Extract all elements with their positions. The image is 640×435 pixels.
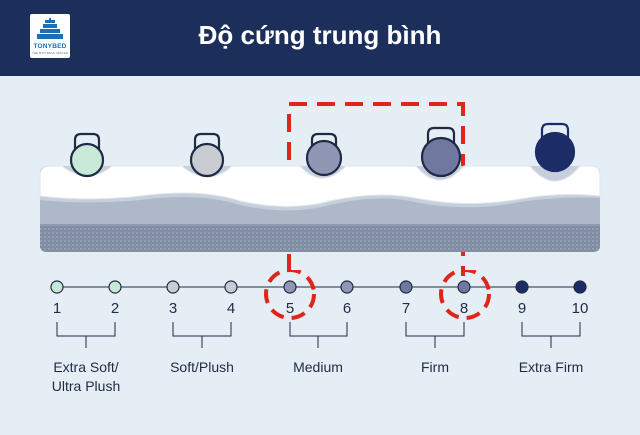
tonybed-logo-icon (37, 18, 63, 39)
level-dot-5 (283, 280, 297, 294)
category-extra-firm: Extra Firm (518, 359, 584, 375)
kettlebell-icon (189, 132, 225, 178)
highlight-circle-8 (439, 270, 491, 320)
category-soft-plush: Soft/Plush (170, 359, 234, 375)
tonybed-logo: TONYBED THE MATTRESS CENTER (30, 14, 70, 58)
level-number-10: 10 (571, 300, 589, 317)
level-number-8: 8 (459, 300, 469, 317)
bracket-extra-soft (56, 322, 116, 348)
firmness-scale (50, 270, 587, 348)
level-dot-10 (573, 280, 587, 294)
level-dot-2 (108, 280, 122, 294)
level-number-1: 1 (52, 300, 62, 317)
bracket-soft (172, 322, 232, 348)
level-number-7: 7 (401, 300, 411, 317)
kettlebell-icon (69, 132, 105, 178)
bracket-firm (405, 322, 465, 348)
mattress-illustration (39, 102, 601, 276)
header-bar: TONYBED THE MATTRESS CENTER Độ cứng trun… (0, 0, 640, 76)
category-medium: Medium (293, 359, 343, 375)
highlight-circle-5 (264, 270, 316, 320)
bracket-extra-firm (521, 322, 581, 348)
level-number-9: 9 (517, 300, 527, 317)
kettlebell-icon (420, 126, 462, 178)
level-dot-7 (399, 280, 413, 294)
level-number-4: 4 (226, 300, 236, 317)
level-dot-6 (340, 280, 354, 294)
level-dot-8 (457, 280, 471, 294)
level-number-5: 5 (285, 300, 295, 317)
level-dot-1 (50, 280, 64, 294)
bracket-medium (289, 322, 348, 348)
kettlebell-icon (305, 132, 343, 177)
logo-brand: TONYBED (33, 43, 67, 50)
level-number-2: 2 (110, 300, 120, 317)
logo-tagline: THE MATTRESS CENTER (31, 51, 69, 55)
category-extra-soft: Extra Soft/ Ultra Plush (51, 359, 121, 394)
page-title: Độ cứng trung bình (198, 20, 442, 50)
kettlebell-icon (534, 122, 576, 173)
level-dot-3 (166, 280, 180, 294)
mattress-cross-section (39, 165, 601, 252)
level-dot-4 (224, 280, 238, 294)
level-number-6: 6 (342, 300, 352, 317)
category-firm: Firm (421, 359, 449, 375)
level-number-3: 3 (168, 300, 178, 317)
level-dot-9 (515, 280, 529, 294)
